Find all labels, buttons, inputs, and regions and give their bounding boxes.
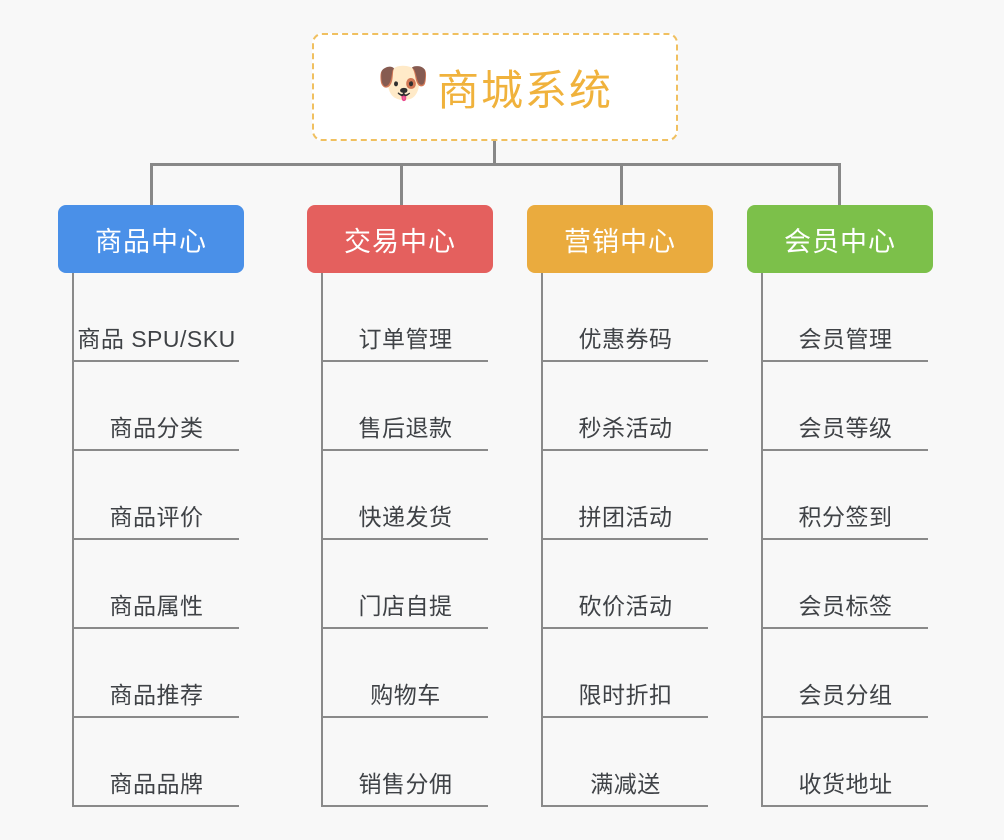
- leaf-label: 积分签到: [798, 504, 893, 530]
- leaf-label: 商品评价: [109, 504, 204, 530]
- leaf-list-member-center: 会员管理 会员等级 积分签到 会员标签 会员分组 收货地址: [761, 273, 947, 807]
- leaf-label: 秒杀活动: [578, 415, 673, 441]
- leaf-label: 会员标签: [798, 593, 893, 619]
- list-item[interactable]: 商品品牌: [74, 718, 239, 807]
- leaf-label: 销售分佣: [358, 771, 453, 797]
- branch-drop-line-1: [150, 163, 153, 205]
- list-item[interactable]: 拼团活动: [543, 451, 708, 540]
- list-item[interactable]: 商品分类: [74, 362, 239, 451]
- branch-member-center: 会员中心 会员管理 会员等级 积分签到 会员标签 会员分组 收货地址: [747, 205, 947, 807]
- leaf-label: 商品品牌: [109, 771, 204, 797]
- root-node[interactable]: 🐶 商城系统: [312, 33, 678, 141]
- list-item[interactable]: 销售分佣: [323, 718, 488, 807]
- leaf-label: 购物车: [370, 682, 441, 708]
- list-item[interactable]: 收货地址: [763, 718, 928, 807]
- list-item[interactable]: 快递发货: [323, 451, 488, 540]
- leaf-label: 限时折扣: [578, 682, 673, 708]
- leaf-label: 会员等级: [798, 415, 893, 441]
- leaf-label: 订单管理: [358, 326, 453, 352]
- leaf-label: 满减送: [590, 771, 661, 797]
- category-title: 营销中心: [564, 226, 676, 257]
- list-item[interactable]: 商品评价: [74, 451, 239, 540]
- branch-trade-center: 交易中心 订单管理 售后退款 快递发货 门店自提 购物车 销售分佣: [307, 205, 507, 807]
- horizontal-bus-line: [150, 163, 840, 166]
- category-header-marketing-center[interactable]: 营销中心: [527, 205, 713, 273]
- category-header-member-center[interactable]: 会员中心: [747, 205, 933, 273]
- dog-face-icon: 🐶: [376, 58, 430, 107]
- list-item[interactable]: 积分签到: [763, 451, 928, 540]
- list-item[interactable]: 售后退款: [323, 362, 488, 451]
- leaf-label: 售后退款: [358, 415, 453, 441]
- leaf-label: 快递发货: [358, 504, 453, 530]
- list-item[interactable]: 会员管理: [763, 273, 928, 362]
- leaf-label: 门店自提: [358, 593, 453, 619]
- leaf-label: 商品分类: [109, 415, 204, 441]
- list-item[interactable]: 限时折扣: [543, 629, 708, 718]
- list-item[interactable]: 优惠券码: [543, 273, 708, 362]
- leaf-list-marketing-center: 优惠券码 秒杀活动 拼团活动 砍价活动 限时折扣 满减送: [541, 273, 727, 807]
- list-item[interactable]: 商品推荐: [74, 629, 239, 718]
- leaf-list-product-center: 商品 SPU/SKU 商品分类 商品评价 商品属性 商品推荐 商品品牌: [72, 273, 258, 807]
- list-item[interactable]: 订单管理: [323, 273, 488, 362]
- leaf-label: 商品 SPU/SKU: [77, 326, 236, 352]
- leaf-label: 商品属性: [109, 593, 204, 619]
- leaf-label: 商品推荐: [109, 682, 204, 708]
- leaf-label: 优惠券码: [578, 326, 673, 352]
- category-title: 交易中心: [344, 226, 456, 257]
- leaf-label: 砍价活动: [578, 593, 673, 619]
- list-item[interactable]: 会员标签: [763, 540, 928, 629]
- root-drop-line: [493, 141, 496, 165]
- list-item[interactable]: 购物车: [323, 629, 488, 718]
- category-title: 会员中心: [784, 226, 896, 257]
- list-item[interactable]: 砍价活动: [543, 540, 708, 629]
- list-item[interactable]: 会员等级: [763, 362, 928, 451]
- leaf-label: 拼团活动: [578, 504, 673, 530]
- branch-marketing-center: 营销中心 优惠券码 秒杀活动 拼团活动 砍价活动 限时折扣 满减送: [527, 205, 727, 807]
- list-item[interactable]: 商品 SPU/SKU: [74, 273, 239, 362]
- leaf-label: 会员管理: [798, 326, 893, 352]
- branch-drop-line-3: [620, 163, 623, 205]
- branch-product-center: 商品中心 商品 SPU/SKU 商品分类 商品评价 商品属性 商品推荐 商品品牌: [58, 205, 258, 807]
- category-title: 商品中心: [95, 226, 207, 257]
- leaf-label: 会员分组: [798, 682, 893, 708]
- list-item[interactable]: 满减送: [543, 718, 708, 807]
- root-title: 商城系统: [436, 66, 613, 114]
- category-header-trade-center[interactable]: 交易中心: [307, 205, 493, 273]
- list-item[interactable]: 门店自提: [323, 540, 488, 629]
- list-item[interactable]: 会员分组: [763, 629, 928, 718]
- branch-drop-line-4: [838, 163, 841, 205]
- leaf-label: 收货地址: [798, 771, 893, 797]
- branch-drop-line-2: [400, 163, 403, 205]
- leaf-list-trade-center: 订单管理 售后退款 快递发货 门店自提 购物车 销售分佣: [321, 273, 507, 807]
- list-item[interactable]: 商品属性: [74, 540, 239, 629]
- list-item[interactable]: 秒杀活动: [543, 362, 708, 451]
- category-header-product-center[interactable]: 商品中心: [58, 205, 244, 273]
